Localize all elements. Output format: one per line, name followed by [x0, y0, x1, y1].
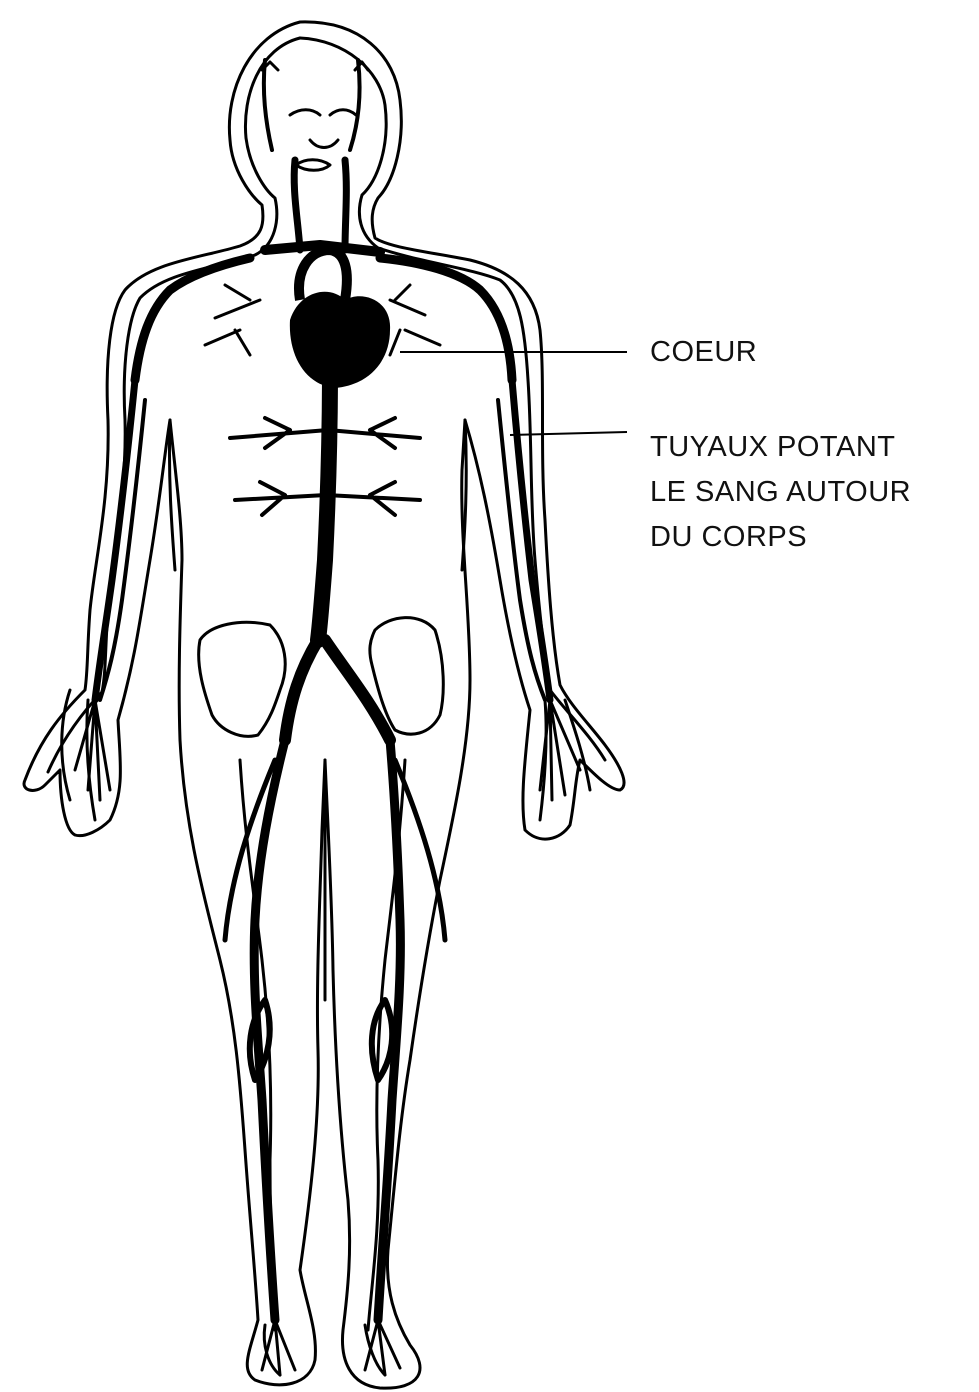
aorta: [318, 370, 330, 640]
vessels-label-line-3: DU CORPS: [650, 515, 911, 560]
vessels-leader-line: [510, 432, 627, 435]
heart-label: COEUR: [650, 330, 757, 375]
heart-label-text: COEUR: [650, 330, 757, 375]
vessels-label-line-1: TUYAUX POTANT: [650, 425, 911, 470]
blood-vessels: [75, 60, 580, 1375]
vessels-label: TUYAUX POTANT LE SANG AUTOUR DU CORPS: [650, 425, 911, 560]
body-outline: [24, 22, 624, 1388]
heart-shape: [290, 292, 390, 388]
vessels-label-line-2: LE SANG AUTOUR: [650, 470, 911, 515]
